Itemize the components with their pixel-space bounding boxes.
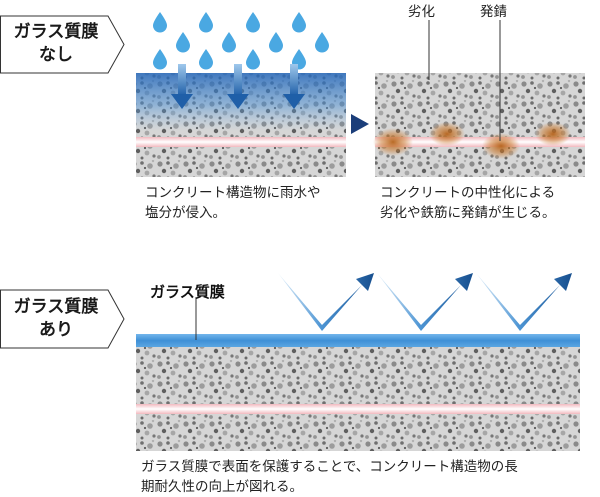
rebar-left (136, 137, 346, 147)
caption-degradation-line1: コンクリートの中性化による (380, 185, 556, 201)
raindrop-icon (176, 32, 190, 53)
glass-film-label: ガラス質膜 (150, 283, 225, 301)
rebar-bottom (136, 404, 580, 414)
caption-protection: ガラス質膜で表面を保護することで、コンクリート構造物の長 期耐久性の向上が図れる… (141, 457, 518, 497)
raindrop-icon (246, 49, 260, 70)
callout-rust: 発錆 (480, 4, 507, 20)
raindrop-icon (199, 12, 213, 33)
tag-without-text: ガラス質膜 なし (0, 21, 112, 67)
caption-degradation: コンクリートの中性化による 劣化や鉄筋に発錆が生じる。 (380, 183, 556, 223)
caption-degradation-line2: 劣化や鉄筋に発錆が生じる。 (380, 205, 556, 221)
raindrop-icon (315, 32, 329, 53)
raindrop-icon (269, 32, 283, 53)
reflect-arrow-icon (476, 273, 572, 331)
tag-with-line2: あり (39, 320, 73, 340)
concrete-block-degraded (373, 73, 585, 177)
tag-without-line1: ガラス質膜 (13, 22, 99, 42)
rebar-right (375, 137, 585, 147)
caption-rain-line1: コンクリート構造物に雨水や (145, 185, 321, 201)
raindrop-icon (222, 32, 236, 53)
tag-with-box (0, 289, 125, 349)
raindrop-icon (153, 12, 167, 33)
rust-spot (429, 122, 465, 146)
caption-protection-line2: 期耐久性の向上が図れる。 (141, 479, 303, 495)
raindrop-icon (246, 12, 260, 33)
right-triangle-icon (351, 114, 369, 134)
rust-spot (482, 133, 520, 159)
tag-with-text: ガラス質膜 あり (0, 296, 112, 342)
concrete-block-protected (136, 334, 580, 451)
tag-without-box (0, 15, 125, 74)
caption-rain-penetration: コンクリート構造物に雨水や 塩分が侵入。 (145, 183, 321, 223)
raindrop-icon (292, 12, 306, 33)
tag-without-line2: なし (39, 45, 73, 65)
raindrop-icon (153, 49, 167, 70)
callout-degradation: 劣化 (408, 4, 435, 20)
caption-protection-line1: ガラス質膜で表面を保護することで、コンクリート構造物の長 (141, 459, 518, 475)
caption-rain-line2: 塩分が侵入。 (145, 205, 226, 221)
raindrop-icon (199, 49, 213, 70)
reflect-arrow-icon (278, 273, 374, 331)
tag-with-line1: ガラス質膜 (13, 297, 99, 317)
glass-film-layer (136, 334, 580, 347)
reflect-arrow-icon (377, 273, 473, 331)
rust-spot (373, 128, 413, 156)
rust-spot (535, 122, 571, 146)
